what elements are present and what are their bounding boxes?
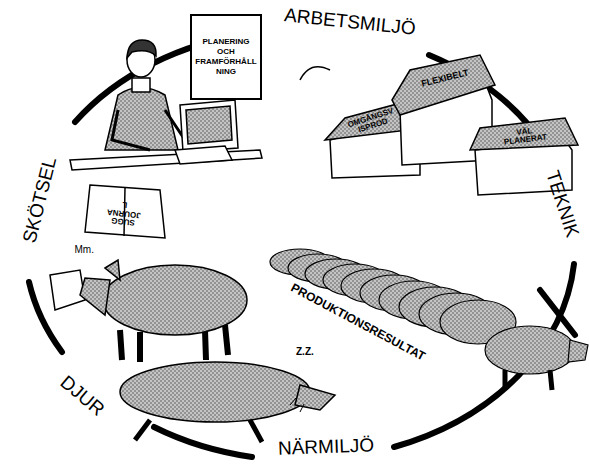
board-text: PLANERING OCH FRAMFÖRHÅLLNING bbox=[192, 37, 260, 77]
feed-trough bbox=[50, 270, 85, 310]
lying-sow bbox=[120, 362, 335, 442]
diagram-label: Mm. bbox=[75, 245, 94, 256]
pig-body bbox=[485, 326, 575, 374]
ring-arc bbox=[154, 427, 252, 457]
diagram-label: ARBETSMILJÖ bbox=[283, 5, 416, 39]
diagram-label: SKÖTSEL bbox=[20, 155, 61, 245]
farmer-hair bbox=[127, 40, 156, 58]
diagram-label: NÄRMILJÖ bbox=[278, 435, 375, 458]
pig-head bbox=[568, 340, 588, 362]
pig-legs bbox=[505, 370, 552, 390]
farmer-arm bbox=[112, 110, 150, 150]
planning-board: PLANERING OCH FRAMFÖRHÅLLNING bbox=[190, 14, 262, 100]
monitor bbox=[180, 100, 238, 152]
farm-buildings bbox=[300, 55, 578, 195]
standing-sow bbox=[80, 260, 247, 362]
desk bbox=[70, 100, 262, 238]
diagram-label: DJUR bbox=[56, 372, 108, 420]
diagram-label: Z.Z. bbox=[296, 347, 314, 358]
keyboard bbox=[175, 146, 232, 164]
pig-head bbox=[80, 278, 110, 315]
pig-legs bbox=[135, 420, 262, 442]
tree-outline bbox=[300, 67, 330, 80]
farmer-neck bbox=[132, 78, 150, 92]
pig-body bbox=[120, 362, 310, 422]
pig-body bbox=[103, 265, 247, 335]
pig-ear bbox=[105, 260, 120, 280]
farmer-shirt bbox=[105, 88, 178, 151]
pig-row bbox=[270, 249, 588, 390]
roof-main bbox=[392, 55, 495, 115]
diagram-label: SUGG JOURNAL bbox=[106, 198, 142, 227]
desk-top bbox=[70, 150, 262, 170]
pig-head bbox=[295, 385, 335, 410]
fly-mark bbox=[290, 398, 304, 412]
cycle-ring bbox=[29, 33, 575, 457]
journal-book bbox=[85, 185, 165, 238]
roof-right bbox=[470, 118, 578, 150]
diagram-label: TEKNIK bbox=[542, 168, 582, 239]
monitor-screen bbox=[186, 106, 232, 144]
